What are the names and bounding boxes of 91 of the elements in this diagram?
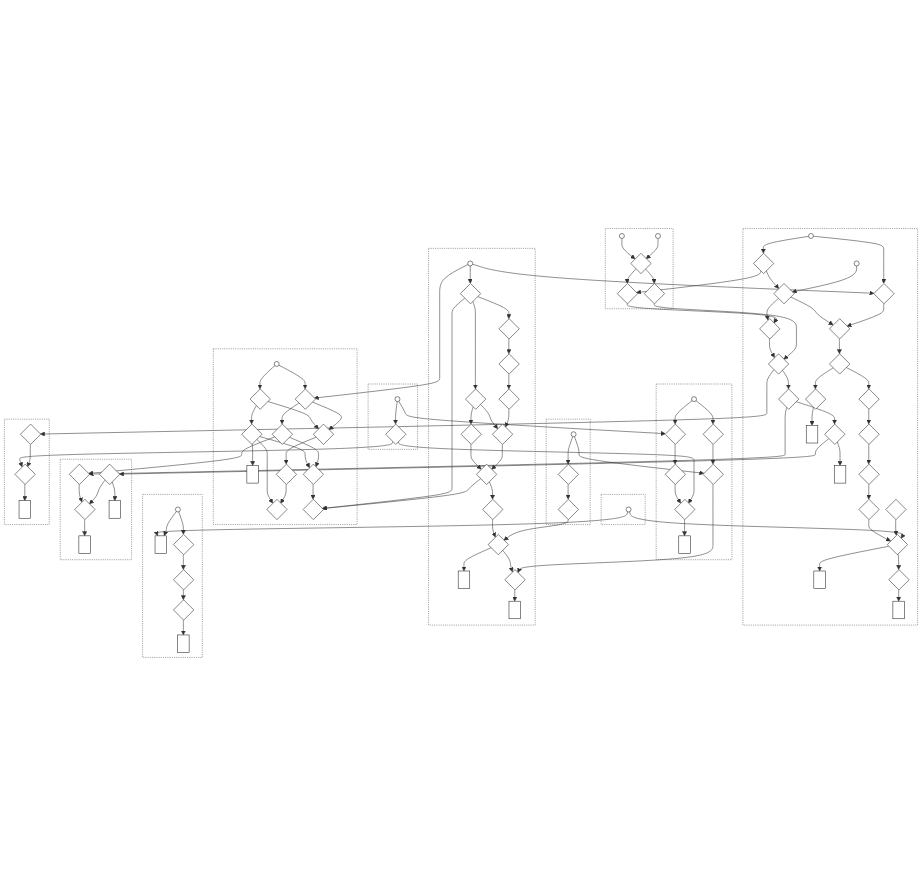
node-diamond — [630, 253, 652, 274]
node-diamond — [498, 388, 520, 410]
node-circle — [619, 233, 625, 239]
node-diamond — [824, 423, 846, 445]
node-circle — [570, 431, 577, 438]
cluster — [655, 383, 733, 560]
node-diamond — [271, 423, 293, 445]
node-diamond — [266, 499, 288, 520]
node-diamond — [504, 569, 526, 591]
node-circle — [273, 361, 280, 367]
node-circle — [808, 233, 814, 239]
node-diamond — [99, 463, 121, 485]
node-box — [813, 570, 826, 589]
node-diamond — [778, 388, 800, 410]
node-diamond — [173, 599, 195, 621]
cluster — [59, 458, 132, 560]
node-diamond — [173, 569, 195, 591]
node-circle — [467, 260, 473, 267]
node-diamond — [302, 463, 324, 485]
node-diamond — [557, 463, 579, 485]
node-diamond — [465, 388, 487, 410]
node-diamond — [482, 499, 504, 520]
node-box — [892, 600, 905, 620]
node-diamond — [829, 353, 851, 375]
node-diamond — [302, 499, 324, 520]
cluster — [742, 228, 918, 626]
node-diamond — [492, 423, 514, 445]
node-box — [177, 634, 190, 653]
node-diamond — [885, 499, 907, 520]
node-diamond — [275, 463, 297, 485]
node-box — [108, 500, 121, 519]
node-circle — [853, 260, 860, 267]
node-box — [457, 570, 471, 589]
node-diamond — [805, 388, 827, 410]
node-diamond — [858, 463, 880, 485]
node-diamond — [768, 353, 789, 375]
node-diamond — [858, 423, 880, 445]
node-diamond — [74, 499, 96, 520]
cluster — [545, 418, 591, 525]
node-diamond — [664, 423, 686, 445]
node-diamond — [385, 423, 407, 445]
node-diamond — [702, 463, 724, 485]
node-diamond — [460, 283, 481, 305]
node-diamond — [498, 353, 520, 375]
node-diamond — [858, 388, 880, 410]
node-diamond — [173, 534, 195, 556]
node-diamond — [241, 423, 263, 445]
node-diamond — [14, 463, 36, 485]
node-diamond — [557, 499, 579, 520]
node-diamond — [476, 463, 498, 485]
node-diamond — [617, 283, 638, 305]
node-circle — [655, 233, 661, 239]
node-circle — [175, 506, 181, 513]
node-box — [508, 600, 521, 620]
node-diamond — [69, 463, 90, 485]
node-circle — [625, 506, 632, 513]
node-diamond — [674, 499, 696, 520]
node-box — [805, 425, 819, 444]
node-box — [18, 500, 31, 519]
node-diamond — [643, 283, 665, 305]
node-box — [678, 535, 691, 554]
cluster — [4, 418, 50, 525]
node-diamond — [887, 534, 908, 556]
node-diamond — [702, 423, 724, 445]
node-box — [154, 535, 167, 554]
node-diamond — [487, 534, 509, 556]
node-diamond — [313, 423, 334, 445]
node-diamond — [858, 499, 880, 520]
cluster — [213, 348, 358, 525]
cluster — [600, 494, 646, 525]
node-diamond — [460, 423, 482, 445]
node-diamond — [759, 318, 781, 340]
node-box — [78, 535, 91, 554]
node-circle — [394, 396, 401, 402]
node-diamond — [294, 388, 316, 410]
node-diamond — [20, 423, 42, 445]
cluster — [142, 494, 203, 658]
node-circle — [691, 396, 697, 402]
node-diamond — [753, 253, 775, 274]
cluster — [428, 248, 536, 626]
node-box — [834, 465, 847, 484]
node-diamond — [773, 283, 795, 305]
cluster — [605, 228, 674, 310]
node-diamond — [498, 318, 520, 340]
node-diamond — [873, 283, 895, 305]
node-diamond — [664, 463, 686, 485]
node-box — [246, 465, 259, 484]
node-diamond — [829, 318, 851, 340]
cluster — [367, 383, 418, 450]
node-diamond — [888, 569, 910, 591]
node-diamond — [249, 388, 271, 410]
